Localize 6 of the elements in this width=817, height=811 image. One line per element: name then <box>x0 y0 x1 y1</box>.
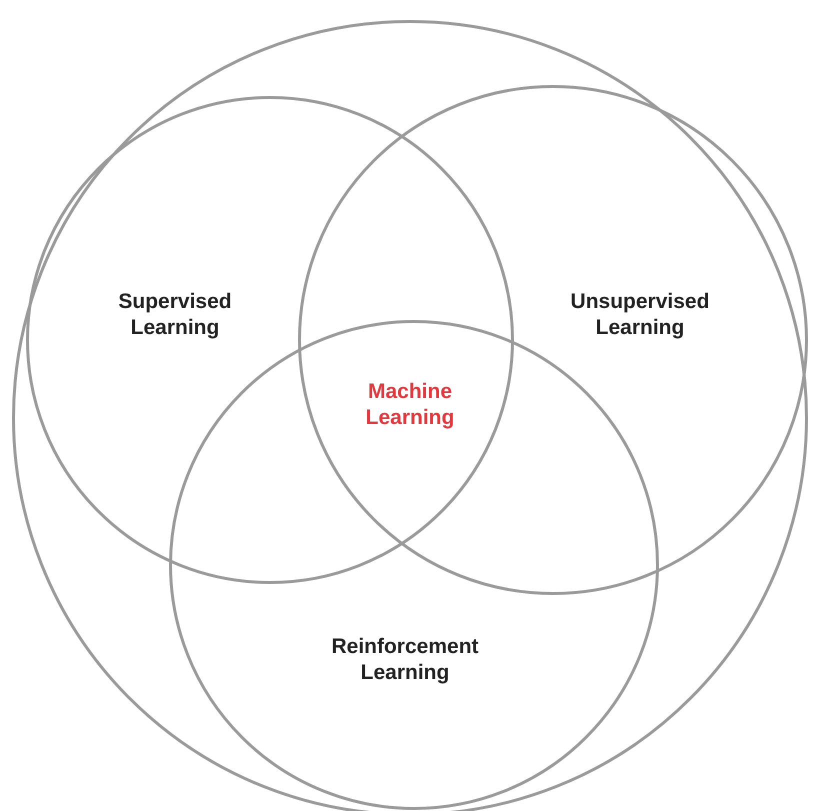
venn-circle <box>298 85 808 595</box>
circle-label: Supervised Learning <box>117 289 233 341</box>
circle-label: Reinforcement Learning <box>330 634 480 686</box>
venn-circle <box>26 96 514 584</box>
center-label: Machine Learning <box>364 379 456 431</box>
circle-label: Unsupervised Learning <box>570 289 710 341</box>
